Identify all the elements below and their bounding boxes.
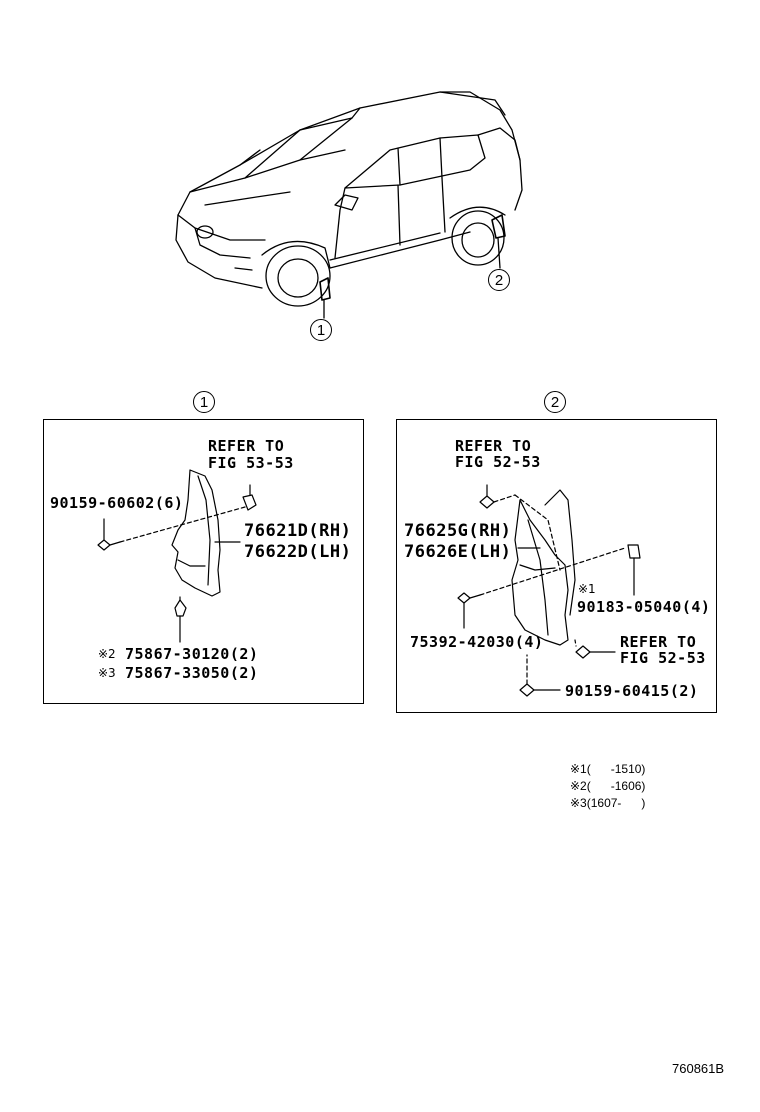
panel-2-refer-bottom-line1: REFER TO [620, 633, 697, 651]
panel-1-callout: 1 [193, 391, 215, 413]
mark-note-1: ※1 [578, 582, 596, 596]
panel-2-callout: 2 [544, 391, 566, 413]
panel-2-drawing [457, 484, 641, 697]
panel-front-mudguard [43, 419, 364, 704]
note-1-range: ( -1510) [586, 762, 646, 776]
note-2: ※2( -1606) [570, 779, 645, 793]
panel-2-refer-top-line2: FIG 52-53 [455, 453, 541, 471]
panel-rear-mudguard [396, 419, 717, 713]
note-3-range: (1607- ) [586, 796, 646, 810]
vehicle-illustration [175, 91, 523, 319]
note-2-mark: ※2 [570, 779, 587, 793]
part-75867-33050: 75867-33050(2) [125, 664, 259, 682]
panel-2-refer-bottom-line2: FIG 52-53 [620, 649, 706, 667]
part-76626E: 76626E(LH) [404, 542, 512, 562]
panel-1-refer-line2: FIG 53-53 [208, 454, 294, 472]
note-3: ※3(1607- ) [570, 796, 645, 810]
part-75392-42030: 75392-42030(4) [410, 633, 544, 651]
note-2-range: ( -1606) [586, 779, 646, 793]
part-90183-05040: 90183-05040(4) [577, 598, 711, 616]
panel-1-drawing [97, 469, 257, 643]
part-90159-60602: 90159-60602(6) [50, 494, 184, 512]
mark-note-3: ※3 [98, 666, 116, 680]
callout-rear-mudguard: 2 [488, 269, 510, 291]
note-1: ※1( -1510) [570, 762, 645, 776]
note-1-mark: ※1 [570, 762, 587, 776]
figure-id: 760861B [672, 1061, 725, 1076]
panel-2-refer-top-line1: REFER TO [455, 437, 532, 455]
mark-note-2: ※2 [98, 647, 116, 661]
part-90159-60415: 90159-60415(2) [565, 682, 699, 700]
part-75867-30120: 75867-30120(2) [125, 645, 259, 663]
callout-front-mudguard: 1 [310, 319, 332, 341]
note-3-mark: ※3 [570, 796, 587, 810]
part-76625G: 76625G(RH) [404, 521, 512, 541]
panel-1-refer-line1: REFER TO [208, 437, 285, 455]
part-76622D: 76622D(LH) [244, 542, 352, 562]
part-76621D: 76621D(RH) [244, 521, 352, 541]
